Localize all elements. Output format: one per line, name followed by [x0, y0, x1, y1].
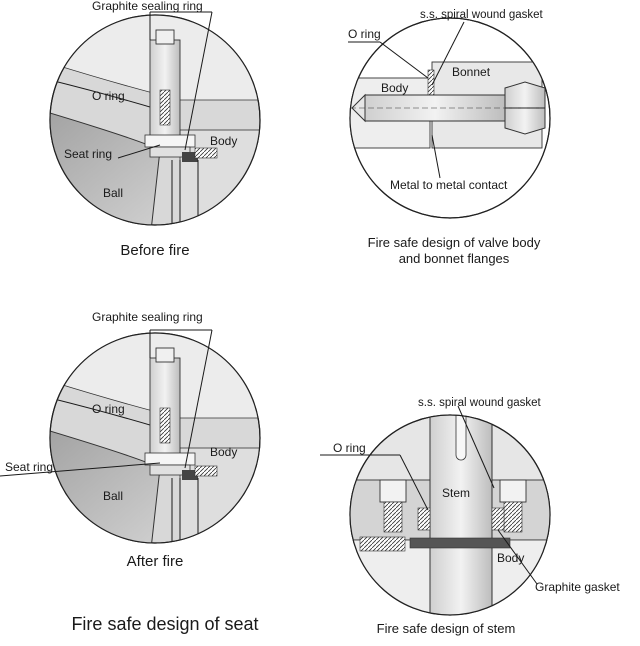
body-label: Body	[210, 134, 237, 148]
seat-before-fire-panel: Graphite sealing ring O ring Seat ring B…	[49, 0, 261, 259]
leader-line	[184, 329, 213, 469]
graphite-sealing-ring-label: Graphite sealing ring	[92, 310, 203, 324]
leader-line	[117, 144, 161, 159]
leader-line	[497, 529, 538, 585]
seat-ring-label: Seat ring	[64, 147, 112, 161]
body-label: Body	[497, 551, 524, 565]
leader-line	[184, 11, 213, 151]
stem-caption: Fire safe design of stem	[377, 621, 516, 636]
metal-to-metal-contact-label: Metal to metal contact	[390, 178, 508, 192]
body-label: Body	[381, 81, 408, 95]
leader-line	[431, 134, 441, 179]
o-ring-label: O ring	[333, 441, 366, 455]
body-label: Body	[210, 445, 237, 459]
o-ring-label: O ring	[348, 27, 381, 41]
leader-line	[379, 41, 429, 79]
spiral-wound-gasket-label: s.s. spiral wound gasket	[420, 9, 544, 21]
leader-line	[457, 405, 495, 489]
leader-line	[0, 462, 161, 477]
ball-label: Ball	[103, 489, 123, 503]
bonnet-label: Bonnet	[452, 65, 491, 79]
stem-label: Stem	[442, 486, 470, 500]
stem-panel: s.s. spiral wound gasket O ring Stem Bod…	[320, 397, 620, 636]
after-fire-caption: After fire	[127, 553, 184, 570]
flange-panel: s.s. spiral wound gasket O ring Bonnet B…	[348, 9, 551, 266]
graphite-gasket-label: Graphite gasket	[535, 580, 620, 594]
seat-design-title: Fire safe design of seat	[71, 614, 258, 634]
flange-caption-line2: and bonnet flanges	[399, 251, 510, 266]
o-ring-label: O ring	[92, 89, 125, 103]
o-ring-label: O ring	[92, 402, 125, 416]
spiral-wound-gasket-label: s.s. spiral wound gasket	[418, 397, 542, 409]
before-fire-caption: Before fire	[120, 242, 189, 259]
seat-ring-label: Seat ring	[5, 460, 53, 474]
seat-after-fire-panel: Graphite sealing ring O ring Seat ring B…	[0, 310, 261, 570]
leader-line	[431, 21, 465, 86]
ball-label: Ball	[103, 186, 123, 200]
graphite-sealing-ring-label: Graphite sealing ring	[92, 0, 203, 13]
leader-line	[399, 454, 429, 511]
flange-caption-line1: Fire safe design of valve body	[368, 235, 541, 250]
